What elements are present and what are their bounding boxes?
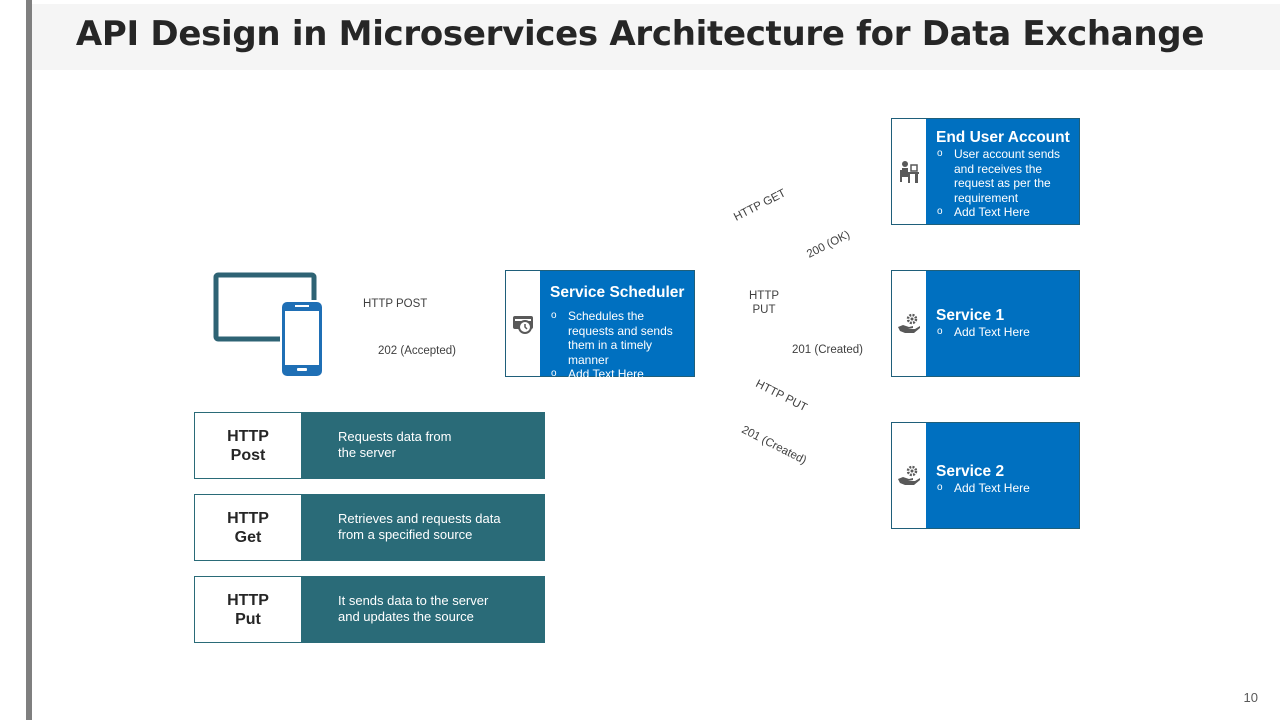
scheduler-clock-icon [513,315,533,334]
devices-icon [213,272,324,378]
service-2-bullet: Add Text Here [936,481,1073,496]
label-http-put-service2: HTTP PUT [753,378,809,415]
service-2-title: Service 2 [936,463,1005,480]
label-201-created-service2: 201 (Created) [739,424,809,467]
scheduler-bullet: Schedules the requests and sends them in… [550,309,688,367]
hand-gear-icon [898,465,920,485]
service-1-box: Service 1 Add Text Here [891,270,1080,377]
label-http-put-service1: HTTP PUT [749,290,780,316]
hand-gear-icon [898,313,920,333]
user-at-desk-icon [900,160,919,183]
definition-description: Requests data from the server [301,413,544,478]
title-band [32,4,1280,70]
client-devices [212,272,328,380]
definition-term: HTTP Put [227,591,269,628]
end-user-title: End User Account [936,129,1070,146]
service-1-bullet: Add Text Here [936,325,1073,340]
slide-title: API Design in Microservices Architecture… [75,14,1205,54]
definition-row: HTTP Get Retrieves and requests data fro… [194,494,545,561]
service-2-box: Service 2 Add Text Here [891,422,1080,529]
end-user-bullet: Add Text Here [936,205,1073,220]
definition-term: HTTP Get [227,509,269,546]
left-accent-bar [26,0,32,720]
label-200-ok: 200 (OK) [805,228,853,261]
definition-row: HTTP Post Requests data from the server [194,412,545,479]
label-http-get: HTTP GET [732,187,788,224]
definition-description: Retrieves and requests data from a speci… [301,495,544,560]
end-user-account-box: End User Account User account sends and … [891,118,1080,225]
definition-row: HTTP Put It sends data to the server and… [194,576,545,643]
page-number: 10 [1243,690,1258,705]
label-201-created-service1: 201 (Created) [792,344,863,356]
label-202-accepted: 202 (Accepted) [378,345,456,357]
service-1-title: Service 1 [936,307,1005,324]
service-scheduler-box: Service Scheduler Schedules the requests… [505,270,695,381]
label-http-post: HTTP POST [363,298,428,310]
scheduler-bullet: Add Text Here [550,367,688,382]
definition-description: It sends data to the server and updates … [301,577,544,642]
scheduler-title: Service Scheduler [550,284,685,301]
end-user-bullet: User account sends and receives the requ… [936,147,1073,205]
definition-term: HTTP Post [227,427,269,464]
